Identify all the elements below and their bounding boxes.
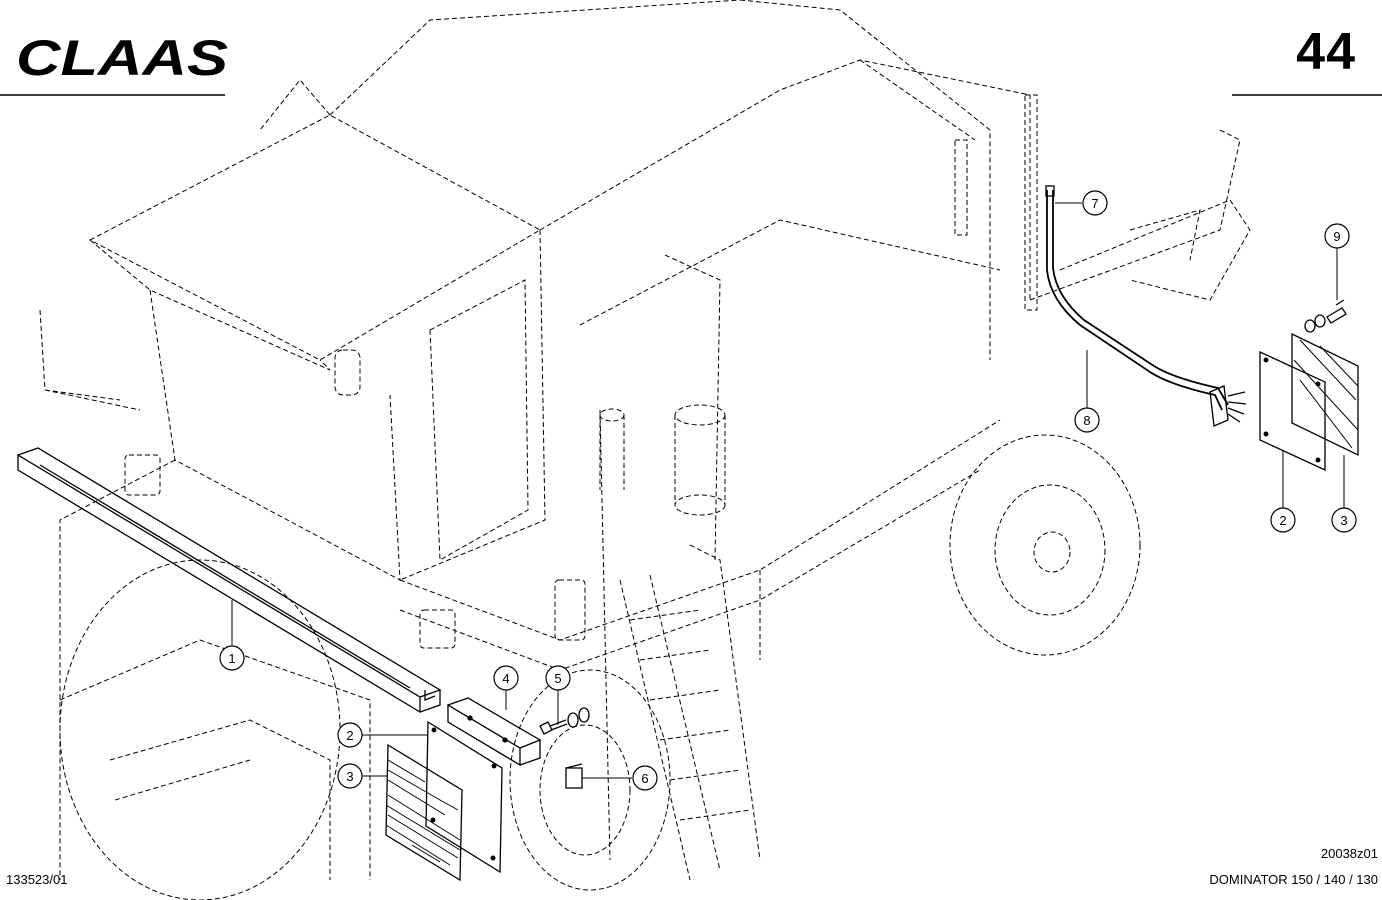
callout-9: 9 — [1324, 223, 1350, 249]
svg-text:3: 3 — [1340, 513, 1347, 528]
svg-text:7: 7 — [1091, 196, 1098, 211]
part-3-warning-sign-rear — [1291, 332, 1359, 457]
document-number: 133523/01 — [6, 872, 68, 887]
svg-text:9: 9 — [1333, 229, 1340, 244]
svg-text:CLAAS: CLAAS — [16, 30, 228, 86]
svg-text:6: 6 — [641, 771, 648, 786]
model-designation: DOMINATOR 150 / 140 / 130 — [1209, 872, 1378, 887]
machine-context-outline — [39, 0, 1251, 900]
part-2-backing-plate-front — [425, 720, 503, 874]
claas-logo: CLAAS — [16, 30, 228, 86]
part-3-warning-sign-front — [385, 743, 463, 882]
part-4-bracket — [446, 697, 542, 767]
part-1-channel-rail — [16, 447, 442, 714]
svg-text:4: 4 — [502, 671, 509, 686]
parts-assembly — [16, 185, 1359, 882]
svg-text:3: 3 — [346, 769, 353, 784]
part-6-clip — [565, 763, 583, 789]
svg-text:8: 8 — [1083, 413, 1090, 428]
part-9-bolt-set — [1304, 299, 1347, 333]
drawing-id: 20038z01 — [1320, 846, 1378, 861]
callout-3-rear: 3 — [1331, 507, 1357, 533]
svg-text:2: 2 — [1279, 513, 1286, 528]
part-5-bolt-set — [539, 707, 590, 735]
callout-7: 7 — [1082, 190, 1108, 216]
callout-8: 8 — [1074, 407, 1100, 433]
callout-2-rear: 2 — [1270, 507, 1296, 533]
callout-5: 5 — [545, 665, 571, 691]
callout-6: 6 — [632, 765, 658, 791]
callout-2-front: 2 — [337, 722, 363, 748]
svg-text:1: 1 — [228, 651, 235, 666]
part-2-backing-plate-rear — [1259, 350, 1326, 472]
part-8-bent-rod — [1045, 185, 1247, 427]
callout-leaders — [231, 202, 1345, 779]
svg-text:5: 5 — [554, 671, 561, 686]
callout-1: 1 — [219, 645, 245, 671]
callout-4: 4 — [493, 665, 519, 691]
callout-3-front: 3 — [337, 763, 363, 789]
page-number: 44 — [1296, 23, 1356, 81]
svg-text:2: 2 — [346, 728, 353, 743]
